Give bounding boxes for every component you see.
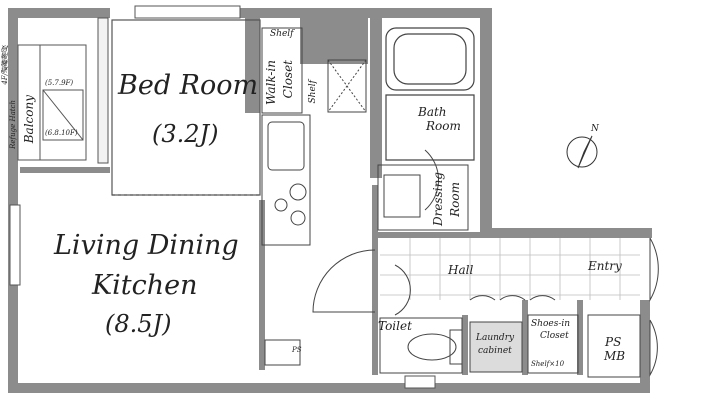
compass-label: N [591, 124, 599, 134]
bedroom-name: Bed Room [118, 70, 259, 101]
windows [9, 5, 436, 389]
ldk-line1: Living Dining [54, 230, 239, 261]
shelf-top-label: Shelf [270, 29, 294, 39]
walk-in-closet-box [261, 27, 367, 114]
bath-room-line1: Bath [418, 105, 447, 119]
ldk-line2: Kitchen [92, 270, 198, 301]
dressing-room-box [377, 164, 469, 231]
shelf-side-label: Shelf [308, 80, 318, 104]
bedroom-walls [111, 19, 261, 196]
balcony-area [17, 17, 109, 164]
hall-tiles [380, 238, 640, 300]
ps-mb-line1: PS [605, 335, 622, 349]
dressing-room-line2: Room [448, 182, 462, 217]
vertical-note-label: 4F/避難階段 [1, 45, 9, 85]
bath-room-line2: Room [426, 119, 461, 133]
toilet-label: Toilet [378, 319, 412, 333]
entry-label: Entry [588, 259, 622, 273]
walk-in-closet-line2: Closet [281, 60, 295, 99]
shoes-closet-line1: Shoes-in [531, 319, 571, 329]
balcony-note-1: (5.7.9F) [45, 79, 74, 87]
kitchen-counter [261, 114, 311, 246]
refuge-hatch-label: Refuge Hatch [9, 100, 17, 149]
laundry-line2: cabinet [478, 346, 512, 356]
laundry-line1: Laundry [476, 333, 515, 343]
cabinets [264, 314, 641, 378]
ldk-size: (8.5J) [105, 310, 172, 338]
bedroom-size: (3.2J) [152, 120, 219, 148]
ps-mb-line2: MB [604, 349, 626, 363]
compass-icon [566, 135, 598, 169]
balcony-note-2: (6.8.10F) [45, 129, 78, 137]
shoes-closet-line2: Closet [540, 331, 569, 341]
bathtub [385, 27, 475, 161]
ps-small-label: PS [292, 346, 302, 354]
balcony-label: Balcony [22, 95, 36, 144]
walk-in-closet-line1: Walk-in [264, 60, 278, 105]
dressing-room-line1: Dressing [431, 172, 445, 227]
shelf-count-label: Shelf×10 [531, 360, 565, 368]
toilet-fixture [379, 317, 463, 374]
interior-walls [20, 167, 640, 375]
hall-label: Hall [448, 263, 474, 277]
door-swings [312, 149, 659, 377]
